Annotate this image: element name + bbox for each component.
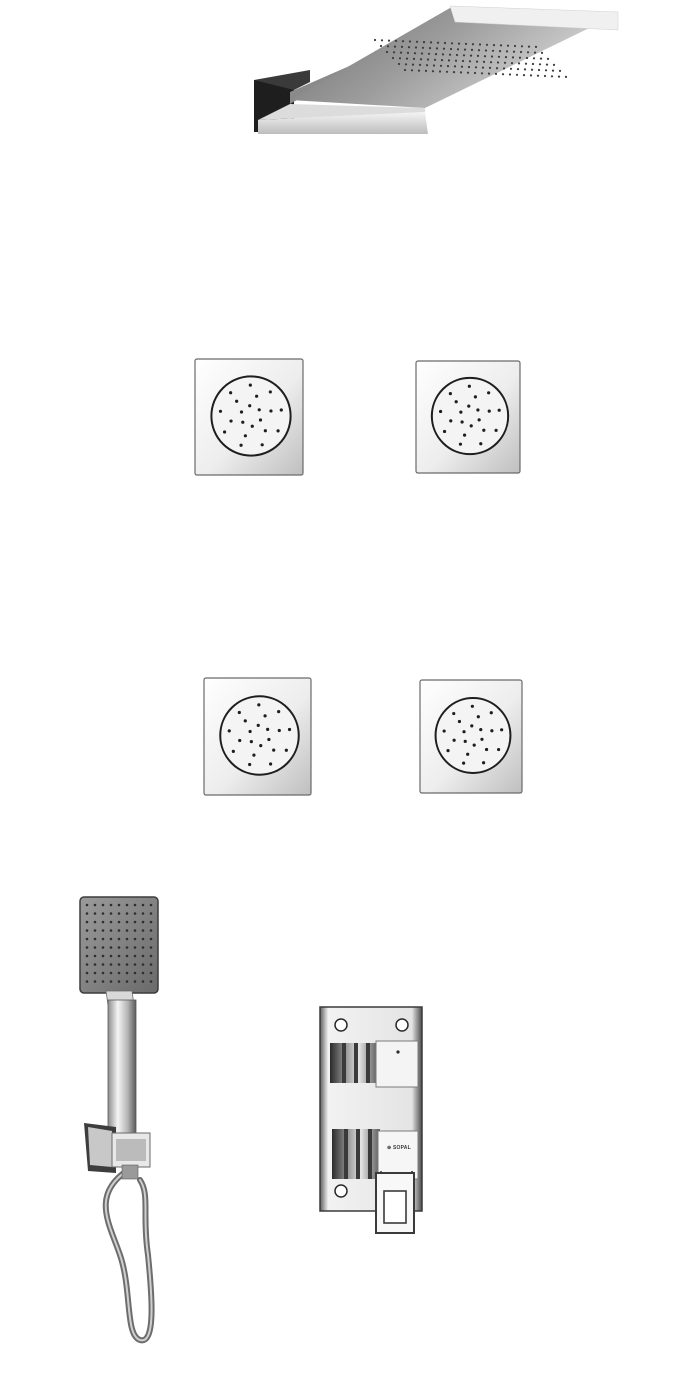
body-jet-icon (203, 677, 312, 796)
body-jet-2 (415, 360, 521, 474)
body-jet-icon (194, 358, 304, 476)
body-jet-1 (194, 358, 304, 476)
body-jet-3 (203, 677, 312, 796)
waterfall-shower-head-icon (250, 0, 620, 140)
body-jet-icon (419, 679, 523, 794)
hand-shower-icon (70, 895, 180, 1350)
body-jet-4 (419, 679, 523, 794)
brand-label: ⊕ SOPAL (387, 1145, 411, 1151)
diverter-mixer-icon: ⊕ SOPAL (318, 1005, 424, 1237)
body-jet-icon (415, 360, 521, 474)
